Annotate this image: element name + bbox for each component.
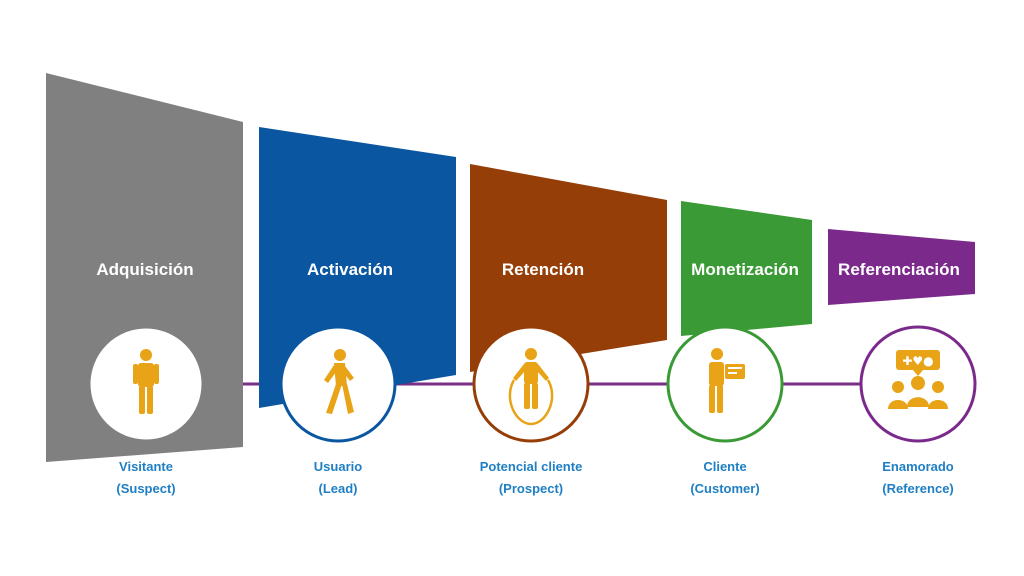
caption-subtitle-customer: (Customer) (690, 481, 759, 496)
walking-person-icon (324, 349, 354, 414)
caption-title-enamorado: Enamorado (882, 459, 954, 474)
caption-subtitle-prospect: (Prospect) (499, 481, 563, 496)
standing-person-icon (133, 349, 159, 414)
caption-subtitle-reference: (Reference) (882, 481, 954, 496)
caption-title-potencial-cliente: Potencial cliente (480, 459, 583, 474)
funnel-segment-monetizacion (681, 201, 812, 336)
svg-text:✚♥●: ✚♥● (902, 354, 933, 368)
group-with-hearts-icon: ✚♥● (888, 350, 948, 409)
caption-subtitle-suspect: (Suspect) (116, 481, 175, 496)
person-with-card-icon (709, 348, 745, 413)
jump-rope-person-icon (508, 348, 554, 426)
caption-title-visitante: Visitante (119, 459, 173, 474)
stage-label-monetizacion: Monetización (691, 260, 799, 279)
funnel-segment-referenciacion (828, 229, 975, 305)
stage-label-adquisicion: Adquisición (96, 260, 193, 279)
stage-label-referenciacion: Referenciación (838, 260, 960, 279)
caption-title-cliente: Cliente (703, 459, 746, 474)
stage-label-retencion: Retención (502, 260, 584, 279)
caption-subtitle-lead: (Lead) (319, 481, 358, 496)
stage-label-activacion: Activación (307, 260, 393, 279)
funnel-segment-retencion (470, 164, 667, 372)
stage-circle-monetizacion (666, 325, 784, 443)
caption-title-usuario: Usuario (314, 459, 362, 474)
